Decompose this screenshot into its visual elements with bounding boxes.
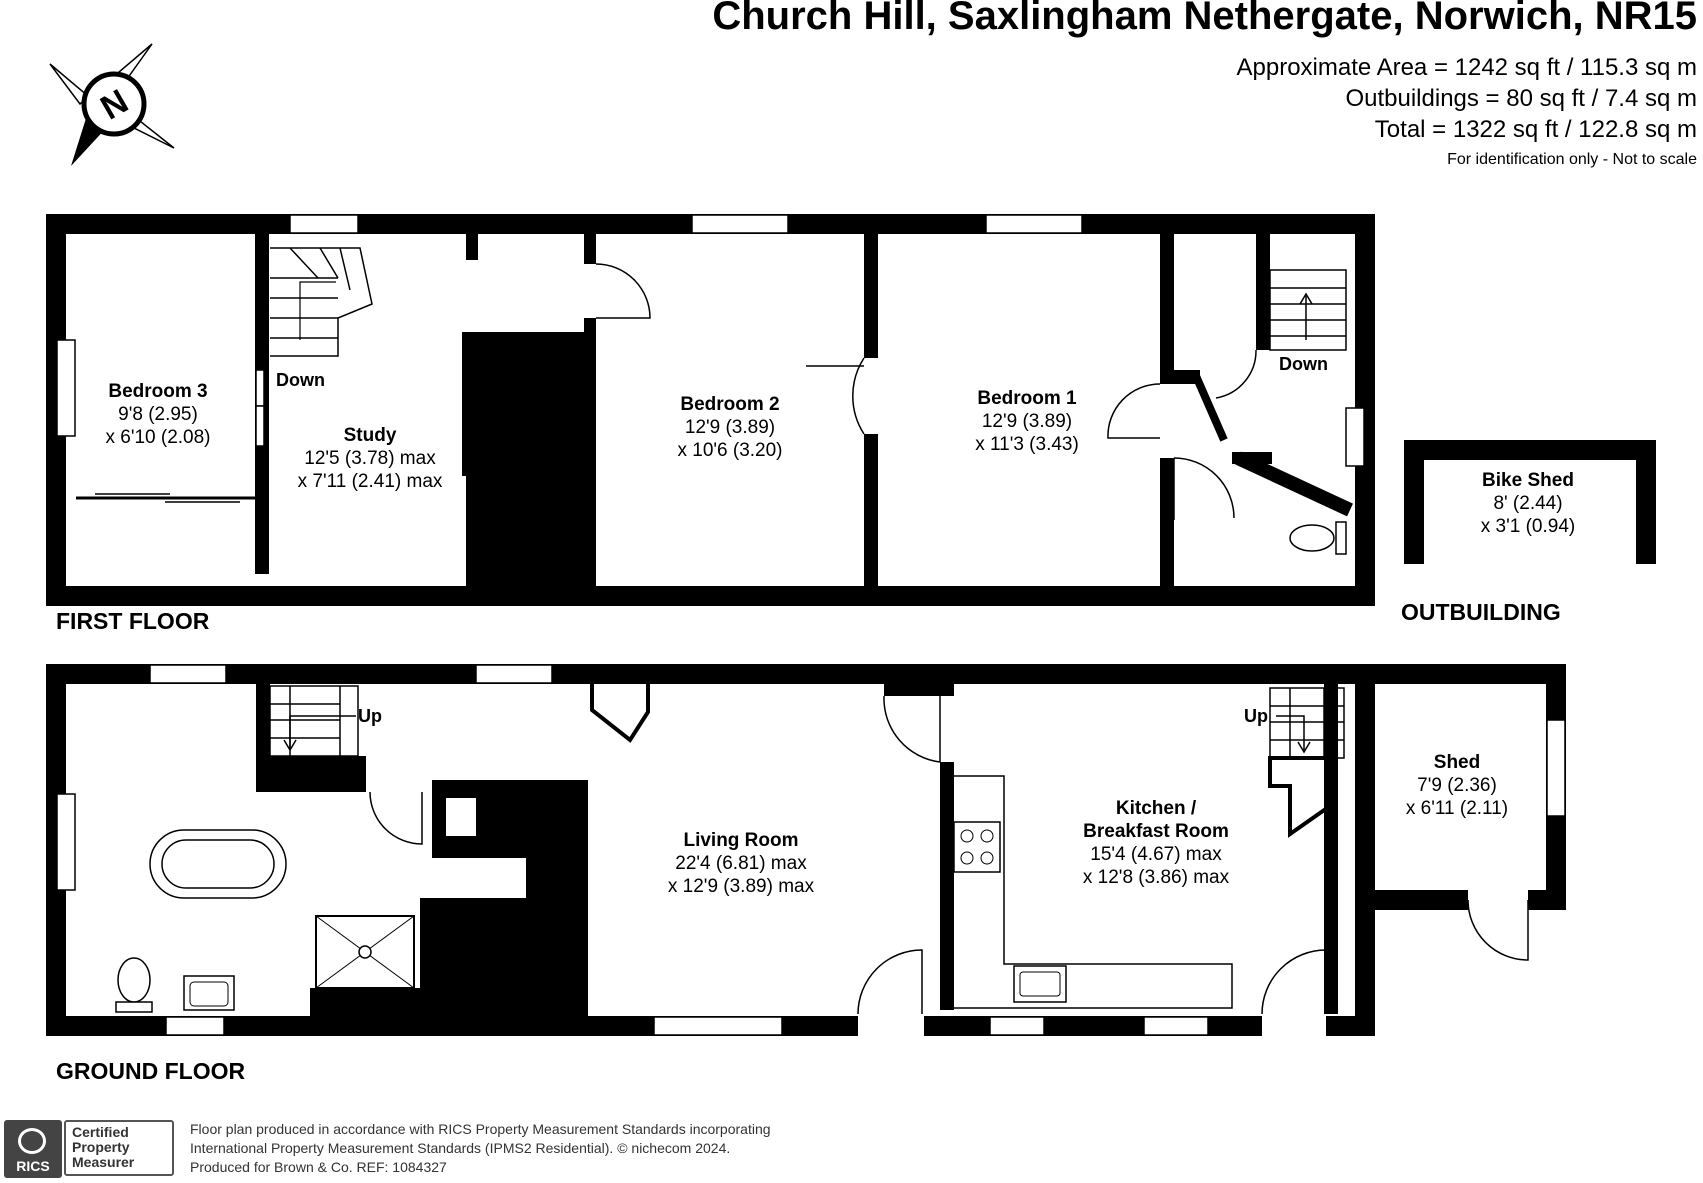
ground-floor-plan xyxy=(46,664,1566,1040)
room-name: Bedroom 2 xyxy=(680,394,780,415)
room-label-bike-shed: Bike Shed 8' (2.44) x 3'1 (0.94) xyxy=(1481,469,1575,538)
stairs-up-label-bathroom: Up xyxy=(358,706,382,726)
room-dimension: 15'4 (4.67) max xyxy=(1090,844,1222,865)
outbuildings-area: Outbuildings = 80 sq ft / 7.4 sq m xyxy=(1345,85,1697,112)
room-label-kitchen: Kitchen / Breakfast Room 15'4 (4.67) max… xyxy=(1083,797,1229,889)
first-floor-label: FIRST FLOOR xyxy=(56,608,210,634)
room-label-bedroom-1: Bedroom 1 12'9 (3.89) x 11'3 (3.43) xyxy=(975,387,1079,456)
disclaimer: For identification only - Not to scale xyxy=(1447,151,1697,168)
room-dimension: 12'5 (3.78) max xyxy=(304,448,436,469)
outbuilding-label: OUTBUILDING xyxy=(1401,599,1561,625)
footer-notes: Floor plan produced in accordance with R… xyxy=(190,1120,771,1177)
room-name: Study xyxy=(343,425,397,446)
room-label-shed: Shed 7'9 (2.36) x 6'11 (2.11) xyxy=(1406,751,1508,820)
room-dimension: x 12'9 (3.89) max xyxy=(667,876,815,897)
rics-emblem-icon xyxy=(18,1128,46,1154)
room-name: Shed xyxy=(1433,752,1481,773)
room-dimension: x 3'1 (0.94) xyxy=(1480,516,1576,537)
footer-line: International Property Measurement Stand… xyxy=(190,1140,731,1156)
rics-logo: RICS xyxy=(4,1120,62,1178)
room-dimension: x 10'6 (3.20) xyxy=(677,440,783,461)
stairs-down-label-landing: Down xyxy=(1279,354,1328,374)
stairs-up-label-kitchen: Up xyxy=(1244,706,1268,726)
room-dimension: x 7'11 (2.41) max xyxy=(297,471,443,492)
footer-line: Floor plan produced in accordance with R… xyxy=(190,1121,771,1137)
ground-floor-label: GROUND FLOOR xyxy=(56,1058,246,1084)
room-name: Kitchen / xyxy=(1115,798,1197,819)
first-floor-plan xyxy=(46,214,1375,606)
stairs-down-label-study: Down xyxy=(276,370,325,390)
badge-line: Property xyxy=(72,1139,130,1155)
room-label-bedroom-2: Bedroom 2 12'9 (3.89) x 10'6 (3.20) xyxy=(677,393,782,462)
room-dimension: x 11'3 (3.43) xyxy=(975,434,1079,455)
footer-line: Produced for Brown & Co. REF: 1084327 xyxy=(190,1159,447,1175)
room-label-bedroom-3: Bedroom 3 9'8 (2.95) x 6'10 (2.08) xyxy=(105,380,210,449)
room-dimension: 12'9 (3.89) xyxy=(684,417,776,438)
room-dimension: x 6'10 (2.08) xyxy=(105,427,211,448)
page-title: Church Hill, Saxlingham Nethergate, Norw… xyxy=(712,0,1697,38)
room-label-study: Study 12'5 (3.78) max x 7'11 (2.41) max xyxy=(298,424,443,493)
room-name: Breakfast Room xyxy=(1083,821,1229,842)
rics-logo-text: RICS xyxy=(16,1158,50,1174)
north-compass-icon: N xyxy=(49,43,175,166)
badge-line: Measurer xyxy=(72,1154,135,1170)
room-dimension: 9'8 (2.95) xyxy=(118,404,198,425)
approximate-area: Approximate Area = 1242 sq ft / 115.3 sq… xyxy=(1236,54,1698,81)
room-dimension: 12'9 (3.89) xyxy=(981,411,1073,432)
room-dimension: 22'4 (6.81) max xyxy=(675,853,807,874)
room-name: Bedroom 3 xyxy=(108,381,208,402)
room-dimension: 8' (2.44) xyxy=(1493,493,1563,514)
room-dimension: x 6'11 (2.11) xyxy=(1405,798,1509,819)
room-name: Bedroom 1 xyxy=(977,388,1077,409)
room-label-living-room: Living Room 22'4 (6.81) max x 12'9 (3.89… xyxy=(668,829,814,898)
total-area: Total = 1322 sq ft / 122.8 sq m xyxy=(1374,116,1697,143)
badge-line: Certified xyxy=(72,1124,129,1140)
room-dimension: x 12'8 (3.86) max xyxy=(1082,867,1230,888)
room-name: Living Room xyxy=(683,830,799,851)
outbuilding-plan xyxy=(1404,440,1656,564)
room-dimension: 7'9 (2.36) xyxy=(1417,775,1497,796)
certified-property-measurer-badge: Certified Property Measurer xyxy=(64,1120,174,1176)
room-name: Bike Shed xyxy=(1482,470,1574,491)
